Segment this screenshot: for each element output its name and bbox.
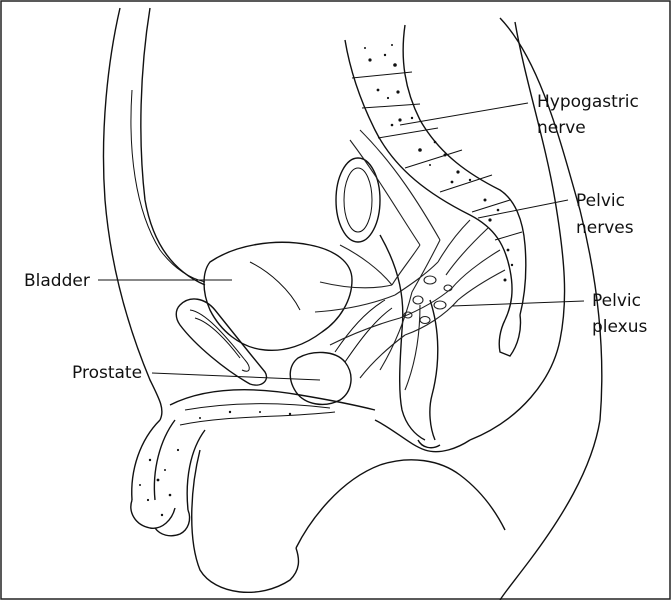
penis: [131, 390, 375, 536]
rectum-inner: [344, 168, 372, 232]
thigh-contour: [296, 460, 505, 548]
bladder-fold: [250, 262, 300, 310]
perineum-contour: [375, 420, 470, 452]
label-pelvic-nerves-1: Pelvic: [576, 191, 625, 211]
pubic-bone: [176, 299, 266, 385]
label-hypogastric-2: nerve: [537, 118, 586, 138]
abdominal-wall-fold: [131, 90, 205, 282]
hypogastric-leader: [400, 103, 528, 125]
anus: [418, 440, 440, 448]
sacrum: [345, 25, 526, 320]
label-prostate: Prostate: [72, 363, 142, 383]
label-hypogastric-1: Hypogastric: [537, 92, 639, 112]
label-pelvic-plexus-2: plexus: [592, 317, 648, 337]
abdominal-wall-outer: [103, 8, 161, 420]
label-pelvic-plexus-1: Pelvic: [592, 291, 641, 311]
pelvic-nerves-leader: [478, 200, 568, 218]
rectum-section: [336, 158, 380, 242]
prostate-leader: [152, 373, 320, 380]
label-bladder: Bladder: [24, 271, 90, 291]
scrotum: [192, 450, 299, 592]
bladder-outline: [204, 242, 352, 350]
seminal-duct-2: [335, 300, 385, 352]
prostate-outline: [290, 352, 351, 404]
coccyx: [499, 315, 520, 356]
label-pelvic-nerves-2: nerves: [576, 218, 634, 238]
abdominal-wall-inner: [141, 8, 205, 285]
